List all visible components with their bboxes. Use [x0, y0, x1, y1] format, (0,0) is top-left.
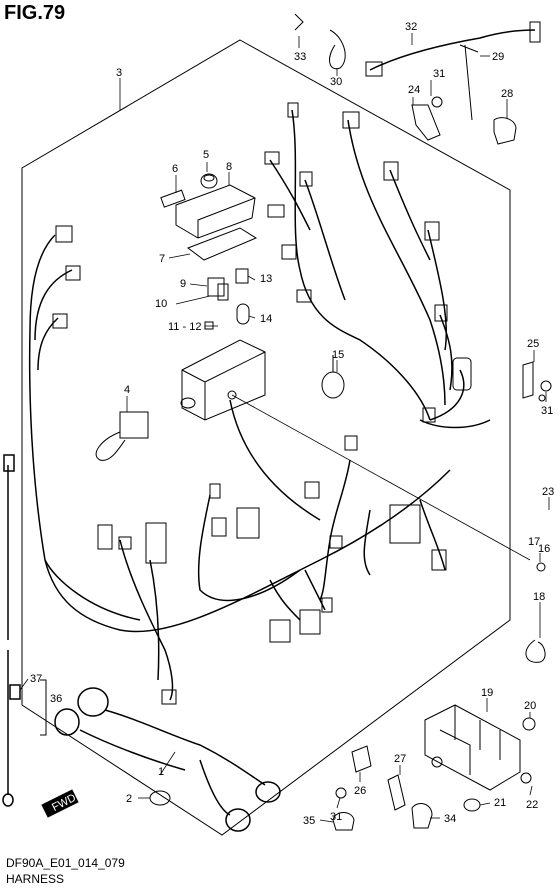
callout-25: 25 [527, 338, 539, 350]
top-right-parts [294, 13, 541, 145]
callout-11: 11 [168, 321, 179, 333]
callout-4: 4 [124, 384, 130, 396]
figure-code: DF90A_E01_014_079 [6, 856, 125, 870]
cap-item-15 [321, 355, 345, 399]
junction-box [180, 339, 266, 421]
callout-20: 20 [524, 700, 536, 712]
center-connectors [97, 481, 447, 705]
callout-11-12: 11 - 12 [168, 321, 201, 333]
callout-33: 35 [303, 815, 315, 827]
callout-35: 33 [294, 51, 306, 63]
bracket-36 [40, 679, 47, 736]
leader-lines [19, 33, 550, 823]
callout-22: 22 [526, 799, 538, 811]
left-harness-branches [28, 234, 451, 633]
figure-title: FIG.79 [4, 2, 66, 24]
callout-9: 9 [180, 278, 186, 290]
callout-15: 15 [332, 349, 344, 361]
callout-28: 28 [501, 88, 513, 100]
callout-37: 37 [30, 673, 42, 685]
callout-10: 10 [155, 298, 167, 310]
callout-2: 2 [126, 793, 132, 805]
loose-wire-36-37 [2, 454, 21, 807]
callout-3: 3 [116, 67, 122, 79]
callout-1: 1 [158, 766, 164, 778]
callout-14: 14 [260, 313, 272, 325]
callout-32: 34 [444, 813, 456, 825]
harness-item-1 [54, 687, 281, 832]
callout-18: 18 [533, 591, 545, 603]
callout-8: 8 [226, 161, 232, 173]
nut-item-2 [149, 790, 171, 806]
center-harness-branches [119, 399, 446, 701]
callout-5: 5 [203, 149, 209, 161]
callout-34: 32 [405, 21, 417, 33]
callout-19: 19 [481, 687, 493, 699]
relays [204, 268, 250, 330]
upper-connectors [264, 102, 472, 451]
harness-assembly-frame [21, 39, 511, 836]
callout-31-top: 31 [433, 68, 445, 80]
callout-17: 17 [528, 536, 540, 548]
svg-text:FWD: FWD [50, 792, 78, 814]
callout-21: 21 [494, 797, 506, 809]
callout-7: 7 [159, 253, 165, 265]
fwd-arrow-icon: FWD [41, 789, 79, 818]
callout-6: 6 [172, 163, 178, 175]
upper-harness-branches [269, 109, 491, 429]
sensor-item-4 [95, 411, 149, 461]
callout-24: 24 [408, 84, 420, 96]
callout-23: 23 [542, 486, 554, 498]
callout-36: 36 [50, 693, 62, 705]
callout-12: 12 [189, 321, 201, 333]
relay-box-parts [160, 173, 258, 261]
callout-labels: 3 5 6 8 7 9 10 11 - 12 13 14 4 15 33 30 … [30, 21, 554, 827]
callout-31-right: 31 [541, 405, 553, 417]
callout-13: 13 [260, 273, 272, 285]
holder-assembly [332, 704, 536, 831]
left-connectors [52, 225, 81, 329]
callout-16: 16 [538, 543, 550, 555]
callout-27: 27 [394, 753, 406, 765]
callout-31-bottom: 31 [330, 811, 342, 823]
right-side-parts [522, 361, 552, 663]
callout-29: 29 [492, 51, 504, 63]
callout-30: 30 [330, 76, 342, 88]
figure-caption: HARNESS [6, 872, 65, 886]
callout-26: 26 [354, 785, 366, 797]
